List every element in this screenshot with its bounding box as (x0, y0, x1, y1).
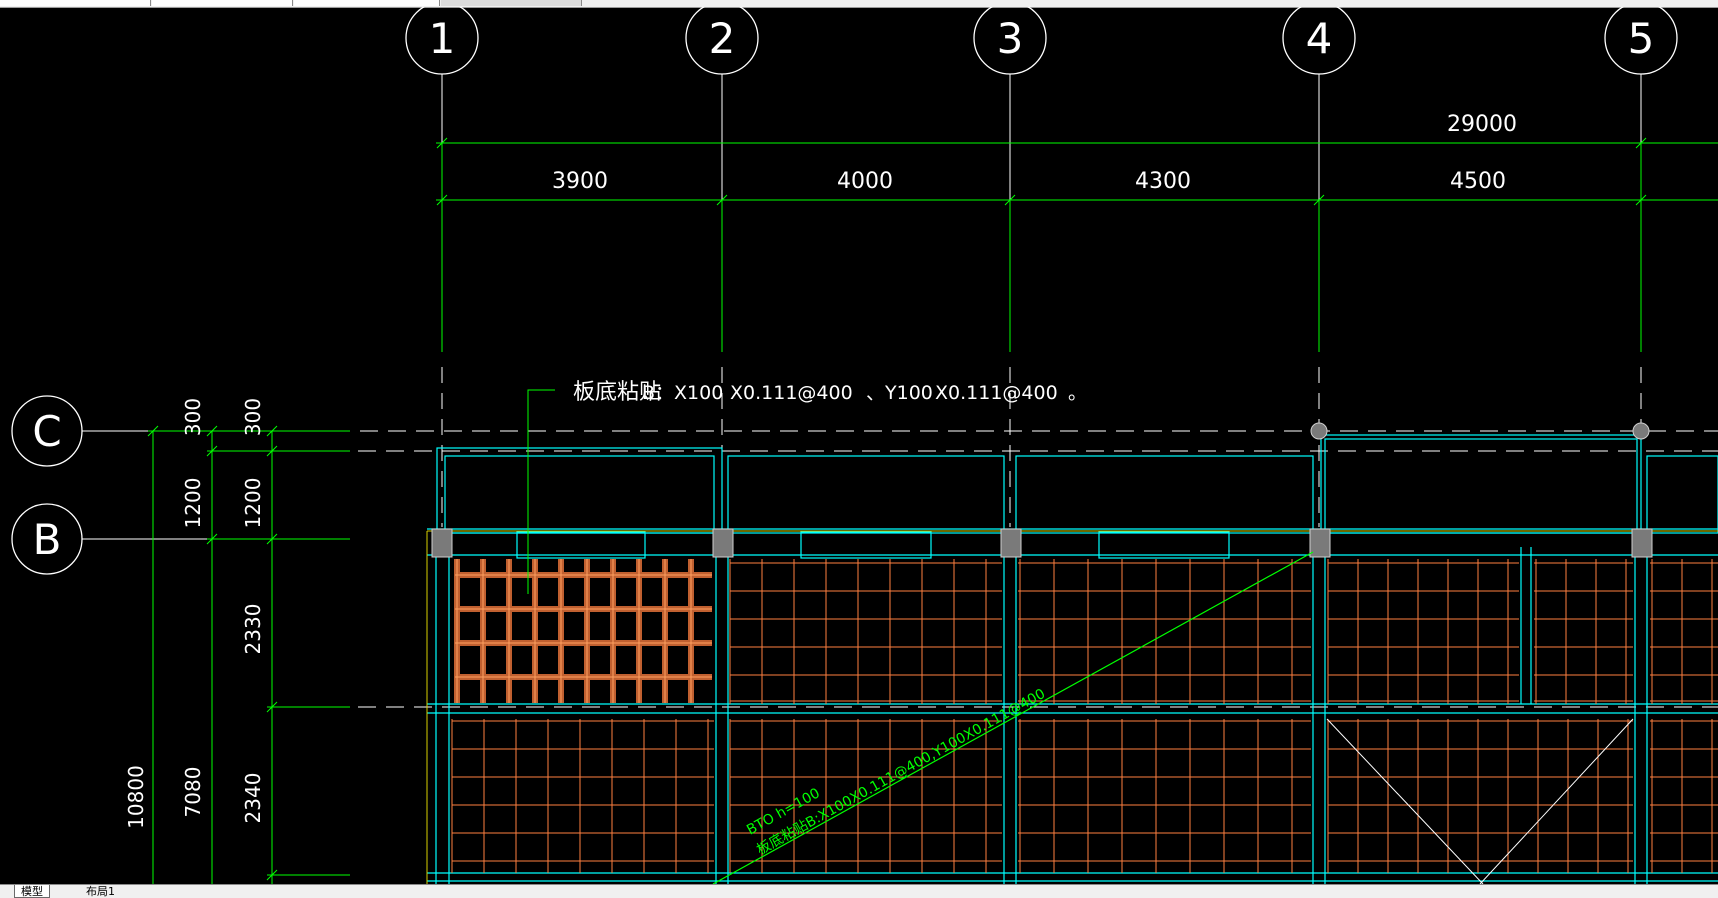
rebar-panel-1-bottom (451, 719, 714, 873)
column-4C (1310, 422, 1328, 440)
column-5B (1631, 528, 1653, 558)
dim-span-2-3: 4000 (837, 169, 893, 194)
file-tab-1[interactable] (0, 0, 151, 6)
dim-left-inner-2340: 2340 (241, 773, 265, 824)
dim-left-inner-1200: 1200 (241, 478, 265, 529)
dim-span-4-5: 4500 (1450, 169, 1506, 194)
axis-label-C: C (32, 407, 61, 456)
column-3B (1000, 528, 1022, 558)
dim-left-mid-1200: 1200 (181, 478, 205, 529)
layout-tab-strip: 模型 布局1 (0, 884, 1718, 898)
left-dimension-lines (147, 425, 350, 884)
callout-end: 。 (1068, 382, 1087, 404)
tab-model[interactable]: 模型 (14, 885, 50, 898)
axis-label-4: 4 (1306, 14, 1333, 63)
column-4B (1309, 528, 1331, 558)
drawing-canvas[interactable]: 1 2 3 4 5 29000 3900 4000 4300 4500 (0, 7, 1718, 884)
column-axis-bubbles (405, 7, 1678, 75)
column-5C (1632, 422, 1650, 440)
diagonal-leader (712, 551, 1314, 884)
axis-label-3: 3 (997, 14, 1024, 63)
dim-left-inner-300: 300 (241, 398, 265, 436)
rebar-panel-2-top (729, 559, 1002, 704)
file-tab-4[interactable] (441, 0, 582, 6)
rebar-panel-1-highlight-core (455, 559, 712, 703)
dim-left-mid-7080: 7080 (181, 767, 205, 818)
axis-label-5: 5 (1628, 14, 1655, 63)
callout-spec-3: X0.111@400 (935, 382, 1058, 404)
file-tab-3[interactable] (294, 0, 440, 6)
tab-layout1[interactable]: 布局1 (86, 885, 115, 898)
column-1B (431, 528, 453, 558)
rebar-grid-panels (451, 559, 1718, 873)
rebar-panel-5-top (1650, 559, 1718, 704)
top-dimension-lines (436, 137, 1718, 352)
callout-sep: 、Y100 (866, 382, 933, 404)
column-2B (712, 528, 734, 558)
axis-label-1: 1 (429, 14, 456, 63)
callout-spec-1: B：X100 (642, 382, 723, 404)
rebar-panel-5-bottom (1650, 719, 1718, 873)
dim-span-3-4: 4300 (1135, 169, 1191, 194)
columns (431, 422, 1653, 558)
dim-left-inner-2330: 2330 (241, 604, 265, 655)
rebar-panel-4-top (1327, 559, 1633, 704)
callout-leader (527, 389, 555, 594)
dim-span-1-2: 3900 (552, 169, 608, 194)
slab-outline (426, 530, 1718, 884)
file-tab-2[interactable] (152, 0, 293, 6)
beam-outlines (427, 434, 1718, 884)
axis-label-B: B (33, 515, 62, 564)
rebar-panel-1-highlight (454, 559, 712, 703)
row-axis-dashed (330, 430, 1718, 708)
dim-left-total: 10800 (124, 765, 148, 829)
dim-left-mid-300: 300 (181, 398, 205, 436)
rebar-panel-3-bottom (1018, 719, 1311, 873)
rebar-panel-2-bottom (729, 719, 1002, 873)
opening-cross (1326, 718, 1634, 884)
callout-label: 板底粘贴 (573, 380, 661, 405)
rebar-panel-4-bottom (1327, 719, 1633, 873)
callout-spec-2: X0.111@400 (730, 382, 853, 404)
top-tab-strip (0, 0, 1718, 8)
rebar-panel-3-top (1018, 559, 1311, 704)
axis-label-2: 2 (709, 14, 736, 63)
dim-total-top: 29000 (1447, 112, 1517, 137)
